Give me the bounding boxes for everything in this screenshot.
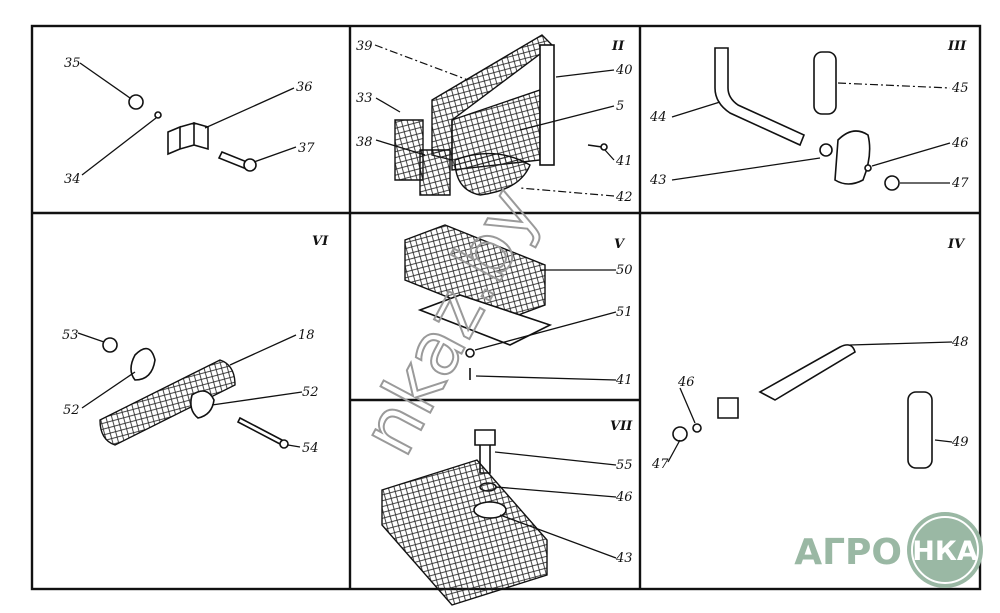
callout-50: 50 <box>616 263 633 278</box>
callout-51: 51 <box>616 305 633 320</box>
grip-45 <box>813 51 837 115</box>
panel-6: VI 53 18 52 52 54 <box>62 234 329 456</box>
washer-46 <box>692 423 702 433</box>
panel-7: VII 55 46 43 <box>381 419 633 606</box>
washer-43 <box>819 143 833 157</box>
callout-41: 41 <box>615 154 633 169</box>
callout-46: 46 <box>677 375 695 390</box>
callout-53: 53 <box>62 328 79 343</box>
callout-34: 34 <box>64 172 81 187</box>
post-40 <box>539 44 555 166</box>
callout-47: 47 <box>951 176 969 191</box>
callout-33: 33 <box>356 91 373 106</box>
panel-label-VI: VI <box>312 234 329 249</box>
bolt-54 <box>236 416 284 446</box>
tube-18 <box>99 359 236 446</box>
panel-label-V: V <box>614 237 626 252</box>
callout-39: 39 <box>356 39 373 54</box>
callout-46: 46 <box>615 490 633 505</box>
callout-52: 52 <box>63 403 80 418</box>
washer-52b <box>190 390 215 419</box>
callout-46: 46 <box>951 136 969 151</box>
callout-37: 37 <box>298 141 315 156</box>
callout-40: 40 <box>615 63 633 78</box>
callout-55: 55 <box>616 458 633 473</box>
panel-label-II: II <box>611 39 625 54</box>
logo-text-left: АГРО <box>794 532 902 573</box>
callout-5: 5 <box>616 99 624 114</box>
logo-text-right: НКА <box>912 536 978 567</box>
panel-label-VII: VII <box>610 419 633 434</box>
callout-42: 42 <box>615 190 633 205</box>
panel-label-III: III <box>947 39 967 54</box>
handle-44 <box>714 47 806 147</box>
callout-43: 43 <box>649 173 667 188</box>
callout-44: 44 <box>649 110 667 125</box>
wood-block-50 <box>404 224 546 321</box>
callout-43: 43 <box>615 551 633 566</box>
plate-51 <box>417 294 553 346</box>
nut-53 <box>102 337 118 353</box>
panel-5: V 50 51 41 <box>404 224 633 388</box>
part-42 <box>454 152 531 196</box>
nut-47 <box>884 175 900 191</box>
washer-34 <box>154 111 162 119</box>
bolt-37 <box>217 150 249 170</box>
nut-35 <box>128 94 144 110</box>
plate <box>717 397 739 419</box>
callout-47: 47 <box>651 457 669 472</box>
washer-46 <box>864 164 872 172</box>
handle-48 <box>758 344 856 401</box>
bracket-channel <box>381 459 548 606</box>
washer-43 <box>473 501 507 519</box>
agronka-logo: АГРО НКА <box>794 512 983 588</box>
callout-45: 45 <box>951 81 969 96</box>
grip-49 <box>907 391 933 469</box>
callout-36: 36 <box>296 80 313 95</box>
panel-label-IV: IV <box>947 237 966 252</box>
plate <box>834 130 871 185</box>
panel-frame <box>30 24 982 591</box>
panel-3: III 44 43 45 46 47 <box>649 39 969 191</box>
washer <box>465 348 475 358</box>
callout-49: 49 <box>951 435 969 450</box>
callout-35: 35 <box>64 56 81 71</box>
callout-52-right: 52 <box>302 385 319 400</box>
screw-41 <box>587 144 603 148</box>
callout-18: 18 <box>298 328 315 343</box>
panel-4: IV 48 46 47 49 <box>651 237 969 472</box>
bracket-36 <box>167 121 209 156</box>
bolt-55 <box>474 429 496 474</box>
panel-2: II 39 33 38 40 5 41 42 <box>356 34 633 205</box>
washer-52 <box>130 347 156 381</box>
panel-1: 35 34 36 37 <box>64 56 315 187</box>
callout-48: 48 <box>951 335 969 350</box>
callout-54: 54 <box>302 441 319 456</box>
block-38 <box>419 149 451 196</box>
callout-38: 38 <box>356 135 373 150</box>
callout-41: 41 <box>615 373 633 388</box>
nut-47 <box>672 426 688 442</box>
